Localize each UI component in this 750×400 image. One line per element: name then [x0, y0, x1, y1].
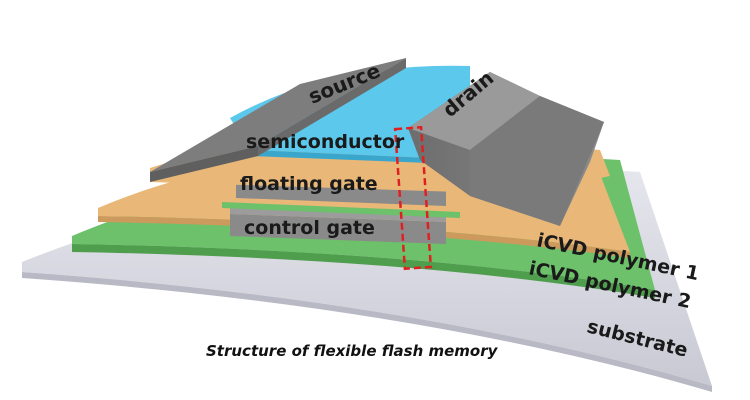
semiconductor-label: semiconductor	[246, 131, 405, 153]
control-gate-layer	[230, 207, 446, 244]
drain-electrode	[408, 72, 604, 226]
floating-gate-label: floating gate	[240, 173, 378, 195]
source-electrode	[150, 58, 406, 182]
cross-section-highlight-box	[393, 125, 433, 271]
diagram-caption: Structure of flexible flash memory	[206, 342, 499, 360]
control-gate-label: control gate	[244, 217, 375, 239]
